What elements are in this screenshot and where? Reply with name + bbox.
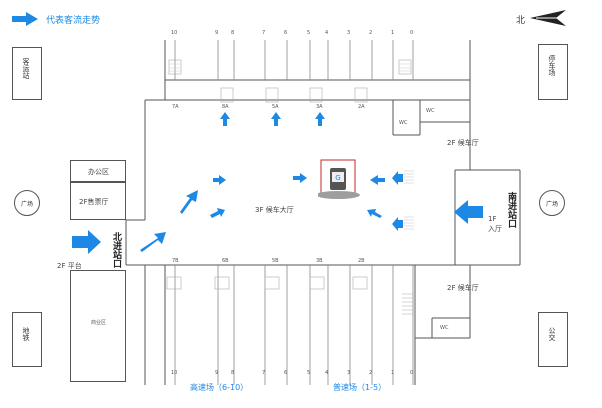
platform-bottom-0: 0 [410, 370, 414, 376]
high-speed-yard-label: 高速场（6-10） [190, 383, 249, 392]
platform-top-5: 5 [307, 30, 311, 36]
flow-arrow-south-big [454, 200, 483, 224]
platform-bottom-3: 3 [347, 370, 351, 376]
stair-block-right [402, 293, 416, 315]
flow-arrow-diag-2 [180, 190, 198, 214]
parking-label: 停车场 [548, 55, 556, 76]
platform-bottom-10: 10 [171, 370, 178, 376]
gate-7A: 7A [172, 104, 179, 110]
commercial-label: 商业区 [91, 320, 107, 326]
legend-arrow-icon [12, 12, 38, 26]
gate-5B: 5B [272, 258, 279, 264]
flow-arrow-north-big [72, 230, 101, 254]
platform-top-8: 8 [231, 30, 235, 36]
wc-top-label: WC [426, 108, 435, 114]
bus-station-box: 客运站 [12, 47, 42, 100]
platform-bottom-8: 8 [231, 370, 235, 376]
gate-3A: 3A [316, 104, 323, 110]
flow-arrow-small-1 [213, 175, 226, 185]
north-entrance-label: 北进站口 [111, 232, 121, 268]
hall-1f-label: 1F 入厅 [488, 215, 502, 233]
bus-station-label: 客运站 [22, 58, 30, 79]
flow-arrow-stair-2 [392, 217, 403, 231]
kiosk-icon: G [318, 159, 360, 199]
plaza-left: 广场 [14, 190, 40, 216]
mid-room-label: WC [399, 120, 408, 126]
platform-bottom-1: 1 [391, 370, 395, 376]
platform-top-3: 3 [347, 30, 351, 36]
flow-arrow-stair-1 [392, 171, 403, 185]
platform-top-0: 0 [410, 30, 414, 36]
waiting-2f-top-label: 2F 候车厅 [447, 139, 479, 147]
top-stairs [168, 59, 412, 103]
gate-7B: 7B [172, 258, 179, 264]
flow-arrow-up-3 [315, 112, 325, 126]
wc-bottom-label: WC [440, 325, 449, 331]
platform-bottom-5: 5 [307, 370, 311, 376]
platform-top-9: 9 [215, 30, 219, 36]
bus-box: 公交 [538, 312, 568, 367]
platform-top-4: 4 [325, 30, 329, 36]
normal-speed-yard-label: 普速场（1-5） [333, 383, 387, 392]
platform-top-7: 7 [262, 30, 266, 36]
flow-arrow-diag-1 [140, 232, 166, 252]
flow-arrow-small-3 [210, 208, 225, 218]
office-label: 办公区 [88, 168, 109, 176]
bus-label: 公交 [548, 327, 556, 341]
waiting-3f-label: 3F 候车大厅 [255, 206, 294, 214]
platform-bottom-6: 6 [284, 370, 288, 376]
platform-bottom-9: 9 [215, 370, 219, 376]
flow-arrow-small-5 [367, 209, 382, 218]
metro-label: 地铁 [22, 327, 30, 341]
gate-5A: 5A [272, 104, 279, 110]
flow-arrow-small-2 [293, 173, 307, 183]
commercial-box: 商业区 [70, 270, 126, 382]
metro-box: 地铁 [12, 312, 42, 367]
platform-top-10: 10 [171, 30, 178, 36]
platform-bottom-2: 2 [369, 370, 373, 376]
south-entrance-label: 南进站口 [506, 192, 516, 228]
flow-arrow-small-4 [370, 175, 385, 185]
waiting-2f-bottom-label: 2F 候车厅 [447, 284, 479, 292]
bottom-stairs [166, 276, 368, 290]
flow-arrow-up-1 [220, 112, 230, 126]
gate-2A: 2A [358, 104, 365, 110]
flow-arrow-up-2 [271, 112, 281, 126]
gate-8A: 8A [222, 104, 229, 110]
platform-bottom-4: 4 [325, 370, 329, 376]
gate-3B: 3B [316, 258, 323, 264]
ticket-hall-label: 2F售票厅 [79, 198, 109, 206]
gate-2B: 2B [358, 258, 365, 264]
platform-top-2: 2 [369, 30, 373, 36]
ticket-hall-box: 2F售票厅 [70, 182, 126, 220]
legend-label: 代表客流走势 [46, 16, 101, 26]
platform-2f-label: 2F 平台 [57, 262, 82, 270]
gate-6B: 6B [222, 258, 229, 264]
office-box: 办公区 [70, 160, 126, 182]
platform-top-6: 6 [284, 30, 288, 36]
plaza-right: 广场 [539, 190, 565, 216]
platform-top-1: 1 [391, 30, 395, 36]
north-compass-icon [530, 10, 566, 26]
platform-bottom-7: 7 [262, 370, 266, 376]
north-label: 北 [516, 16, 526, 26]
parking-box: 停车场 [538, 44, 568, 100]
svg-text:G: G [335, 174, 340, 182]
